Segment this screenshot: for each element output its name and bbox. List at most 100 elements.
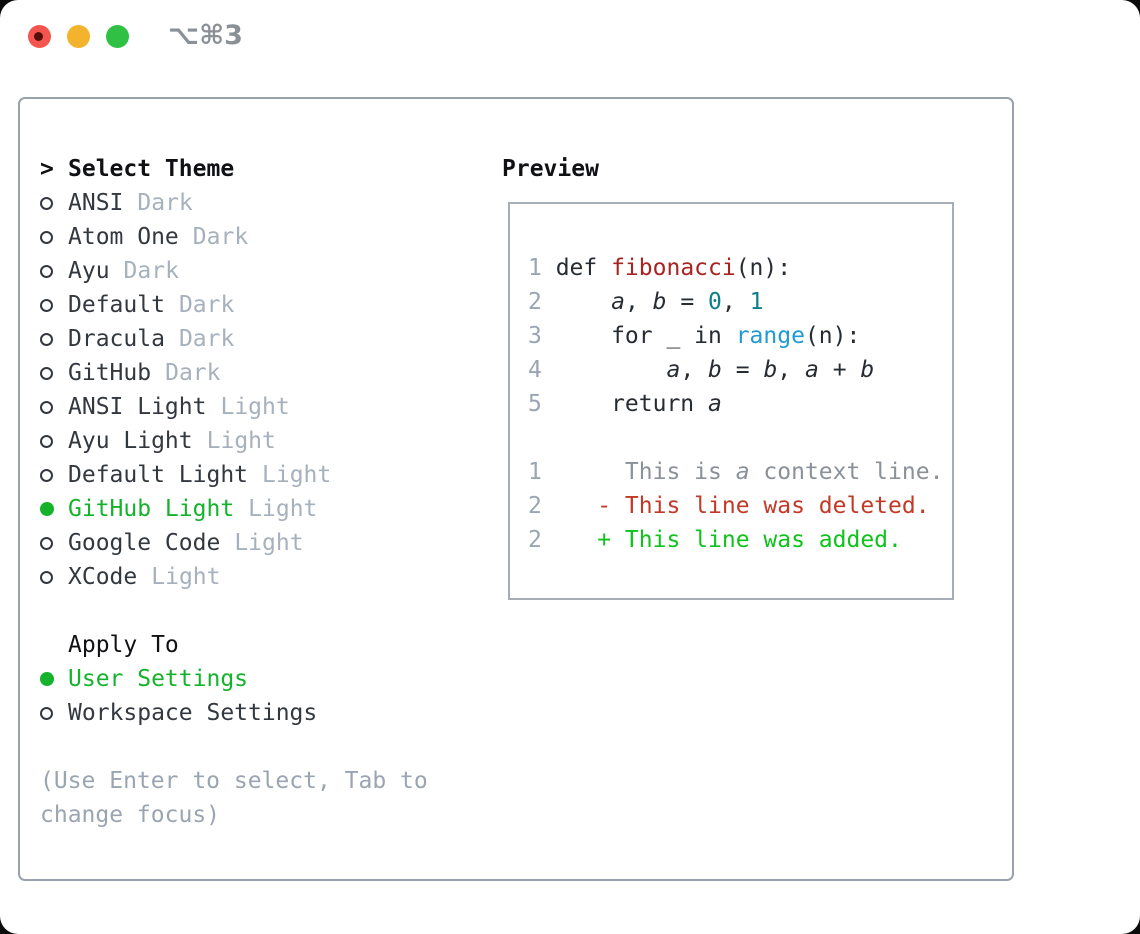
theme-item-github[interactable]: GitHub Dark — [40, 356, 428, 390]
theme-name: GitHub — [68, 360, 152, 386]
code-token: + — [818, 357, 861, 383]
code-token: = — [721, 357, 764, 383]
code-token: , — [624, 289, 653, 315]
code-token: (n): — [804, 323, 861, 349]
apply-to-label: Apply To — [68, 632, 179, 658]
theme-item-ansi[interactable]: ANSI Dark — [40, 186, 428, 220]
window-title: ⌥⌘3 — [168, 20, 243, 51]
preview-line: 5 return a — [528, 387, 944, 421]
theme-name: Google Code — [68, 530, 221, 556]
code-token: a — [708, 391, 722, 417]
theme-variant: Dark — [192, 224, 249, 250]
theme-variant: Dark — [165, 360, 221, 386]
apply-option-user-settings[interactable]: User Settings — [40, 662, 428, 696]
code-token — [556, 289, 611, 315]
radio-icon — [40, 400, 68, 414]
code-token: b — [860, 357, 875, 383]
code-token — [556, 527, 598, 553]
theme-variant: Dark — [123, 258, 179, 284]
theme-name: GitHub Light — [68, 496, 235, 522]
preview-line: 3 for _ in range(n): — [528, 319, 944, 353]
preview-line: 2 a, b = 0, 1 — [528, 285, 944, 319]
preview-blank-line — [528, 421, 944, 455]
code-token: context line. — [749, 459, 944, 485]
minimize-button[interactable] — [67, 25, 90, 48]
radio-icon — [40, 706, 68, 720]
line-number: 2 — [528, 289, 542, 315]
radio-icon — [40, 468, 68, 482]
zoom-button[interactable] — [106, 25, 129, 48]
radio-circle — [40, 264, 53, 278]
code-token: - This line was deleted. — [597, 493, 930, 519]
theme-name: ANSI — [68, 190, 124, 216]
radio-icon — [40, 332, 68, 346]
radio-icon — [40, 264, 68, 278]
code-token: b — [652, 289, 667, 315]
theme-variant: Light — [206, 428, 276, 454]
theme-variant: Light — [220, 394, 290, 420]
radio-circle — [40, 536, 53, 550]
preview-line: 4 a, b = b, a + b — [528, 353, 944, 387]
theme-name: Ayu Light — [68, 428, 193, 454]
code-token: = — [666, 289, 709, 315]
radio-circle — [40, 502, 54, 516]
theme-name: Atom One — [68, 224, 179, 250]
code-token: for _ in — [555, 323, 736, 349]
radio-icon — [40, 366, 68, 380]
code-token: return — [555, 391, 709, 417]
theme-item-ayu[interactable]: Ayu Dark — [40, 254, 428, 288]
prompt-icon: > — [40, 156, 54, 182]
theme-variant: Light — [234, 530, 304, 556]
line-number: 3 — [528, 323, 542, 349]
theme-item-google-code[interactable]: Google Code Light — [40, 526, 428, 560]
theme-variant: Dark — [178, 326, 235, 352]
code-token — [556, 357, 667, 383]
theme-name: Default Light — [68, 462, 249, 488]
theme-item-atom-one[interactable]: Atom One Dark — [40, 220, 428, 254]
code-token — [556, 493, 598, 519]
preview-line: 1 This is a context line. — [528, 455, 944, 489]
select-theme-header: > Select Theme — [40, 152, 428, 186]
radio-icon — [40, 536, 68, 550]
radio-selected-icon — [40, 672, 68, 686]
radio-icon — [40, 570, 68, 584]
theme-variant: Light — [151, 564, 221, 590]
preview-label: Preview — [502, 156, 599, 182]
close-button[interactable] — [28, 25, 51, 48]
radio-circle — [40, 298, 53, 312]
spacer — [40, 594, 428, 628]
select-theme-label: Select Theme — [68, 156, 235, 182]
apply-to-header: Apply To — [40, 628, 428, 662]
code-token: , — [680, 357, 709, 383]
radio-selected-icon — [40, 502, 68, 516]
code-token: def — [555, 255, 612, 281]
code-token: b — [708, 357, 722, 383]
theme-variant: Dark — [137, 190, 193, 216]
spacer — [40, 730, 428, 764]
radio-icon — [40, 196, 68, 210]
code-token: a — [805, 357, 819, 383]
apply-option-name: Workspace Settings — [68, 700, 318, 726]
traffic-lights — [28, 25, 129, 48]
theme-item-ayu-light[interactable]: Ayu Light Light — [40, 424, 428, 458]
theme-name: Ayu — [68, 258, 110, 284]
code-token: fibonacci — [611, 255, 736, 281]
apply-option-workspace-settings[interactable]: Workspace Settings — [40, 696, 428, 730]
theme-name: Default — [68, 292, 165, 318]
line-number: 4 — [528, 357, 542, 383]
code-token: , — [777, 357, 805, 383]
line-number: 2 — [528, 527, 542, 553]
radio-circle — [40, 570, 53, 584]
radio-icon — [40, 434, 68, 448]
